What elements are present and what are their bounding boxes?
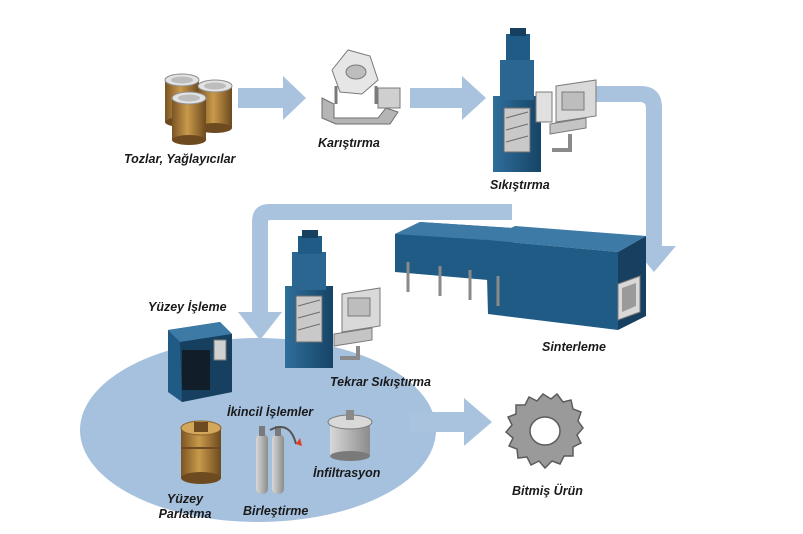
- label-polishing: Yüzey Parlatma: [150, 492, 220, 522]
- compacting-press-icon: [493, 28, 597, 172]
- label-surface-machining: Yüzey İşleme: [148, 300, 227, 314]
- finished-gear-icon: [504, 392, 584, 470]
- label-infiltration: İnfiltrasyon: [313, 466, 381, 480]
- label-joining: Birleştirme: [243, 504, 309, 518]
- welding-cylinders-icon: [256, 426, 302, 494]
- arrow-powders-to-mixing: [238, 76, 306, 120]
- polishing-part-icon: [180, 420, 222, 484]
- arrow-to-finished-product: [410, 398, 492, 446]
- label-recompacting: Tekrar Sıkıştırma: [330, 375, 431, 389]
- sintering-furnace-icon: [395, 222, 646, 330]
- powder-barrels-icon: [164, 73, 233, 145]
- infiltration-vessel-icon: [327, 410, 373, 461]
- secondary-operations-area: [80, 338, 436, 522]
- label-mixing: Karıştırma: [318, 136, 380, 150]
- label-compacting: Sıkıştırma: [490, 178, 550, 192]
- arrow-mixing-to-compacting: [410, 76, 486, 120]
- label-finished-product: Bitmiş Ürün: [512, 484, 583, 498]
- label-secondary-operations: İkincil İşlemler: [227, 405, 314, 419]
- flow-arrows: [238, 76, 676, 446]
- label-polishing-line1: Yüzey: [166, 492, 204, 506]
- arrow-compacting-to-sintering: [560, 86, 676, 272]
- arrow-sintering-to-secondary: [238, 204, 512, 340]
- label-powders: Tozlar, Yağlayıcılar: [124, 152, 236, 166]
- recompacting-press-icon: [285, 230, 381, 368]
- cnc-machine-icon: [168, 322, 232, 402]
- label-polishing-line2: Parlatma: [158, 507, 212, 521]
- label-sintering: Sinterleme: [542, 340, 606, 354]
- mixer-icon: [321, 49, 401, 125]
